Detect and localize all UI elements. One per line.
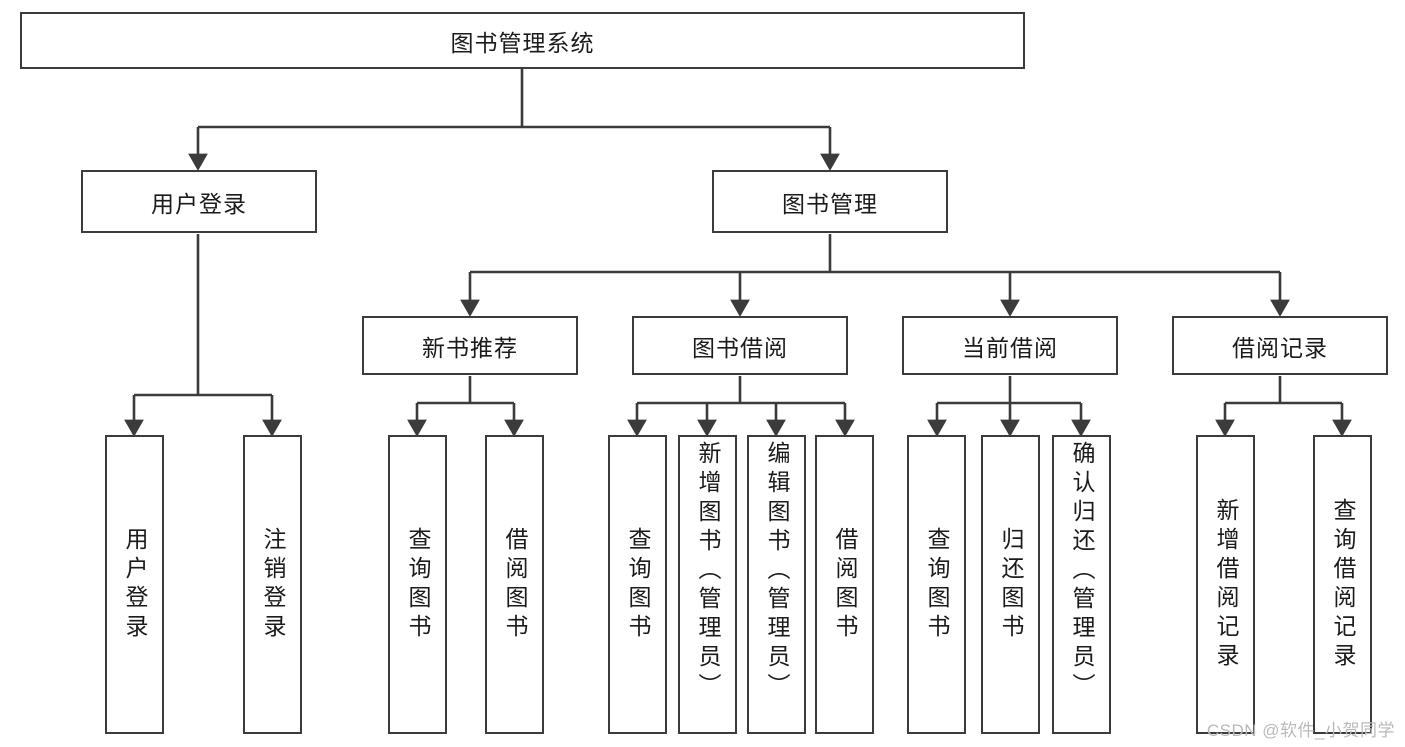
leaf-recommend-borrow-book[interactable]: 借阅图书 [485, 435, 544, 734]
node-root-system[interactable]: 图书管理系统 [20, 12, 1025, 69]
leaf-current-confirm-return-admin[interactable]: 确认归还（管理员） [1052, 435, 1111, 734]
node-borrow-records[interactable]: 借阅记录 [1172, 316, 1388, 375]
leaf-current-query-book[interactable]: 查询图书 [907, 435, 966, 734]
leaf-current-return-book[interactable]: 归还图书 [981, 435, 1040, 734]
node-new-book-recommend[interactable]: 新书推荐 [362, 316, 578, 375]
node-user-login[interactable]: 用户登录 [81, 170, 317, 233]
leaf-borrow-edit-book-admin[interactable]: 编辑图书（管理员） [747, 435, 806, 734]
leaf-borrow-borrow-book[interactable]: 借阅图书 [815, 435, 874, 734]
watermark-text: CSDN @软件_小贺同学 [1206, 721, 1395, 740]
node-current-borrow[interactable]: 当前借阅 [902, 316, 1118, 375]
leaf-records-add-record[interactable]: 新增借阅记录 [1196, 435, 1255, 734]
node-book-management[interactable]: 图书管理 [712, 170, 948, 233]
leaf-recommend-query-book[interactable]: 查询图书 [388, 435, 447, 734]
leaf-borrow-query-book[interactable]: 查询图书 [608, 435, 667, 734]
leaf-records-query-record[interactable]: 查询借阅记录 [1313, 435, 1372, 734]
leaf-user-login-signin[interactable]: 用户登录 [105, 435, 164, 734]
leaf-user-login-signout[interactable]: 注销登录 [243, 435, 302, 734]
leaf-borrow-add-book-admin[interactable]: 新增图书（管理员） [678, 435, 737, 734]
node-book-borrow[interactable]: 图书借阅 [632, 316, 848, 375]
